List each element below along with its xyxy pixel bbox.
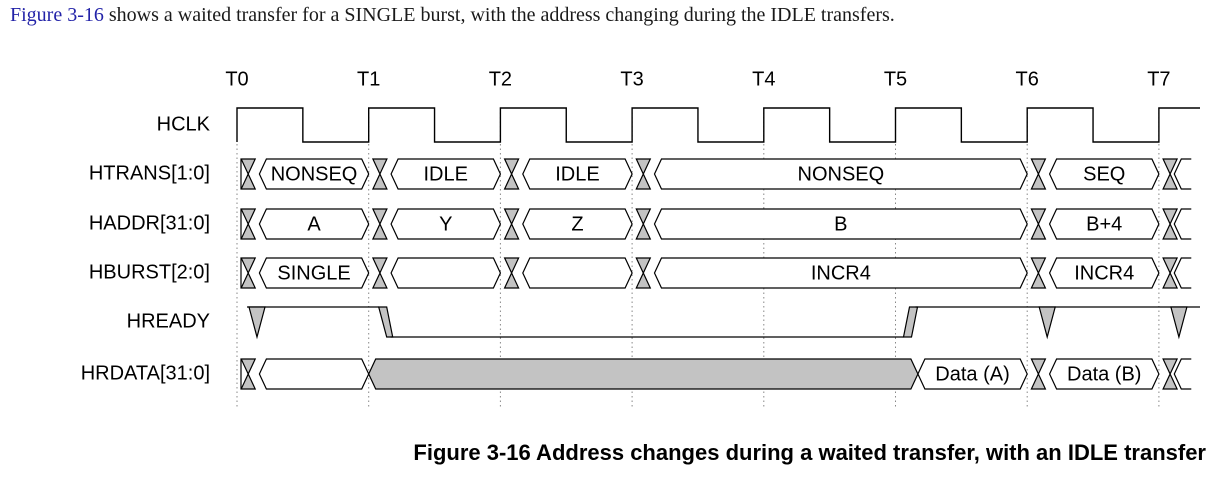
hrdata-signal-label: HRDATA[31:0]: [81, 362, 210, 384]
htrans-signal-label: HTRANS[1:0]: [89, 162, 210, 184]
hburst-transition-t2: [503, 257, 520, 289]
htrans-transition-t3: [635, 158, 652, 190]
intro-text: shows a waited transfer for a SINGLE bur…: [103, 4, 895, 26]
hburst-transition-t7: [1162, 257, 1179, 289]
hburst-segment-4: [1048, 257, 1160, 289]
hready-signal-label: HREADY: [127, 310, 210, 332]
hready-notch-t7: [1170, 306, 1188, 340]
htrans-transition-t2: [503, 158, 520, 190]
hrdata-segment-2: [917, 358, 1028, 390]
clock-edge-label-t2: T2: [489, 68, 512, 90]
htrans-segment-3: [653, 158, 1028, 190]
hrdata-segment-1: [368, 358, 919, 390]
clock-edge-label-t3: T3: [620, 68, 643, 90]
clock-edge-label-t5: T5: [884, 68, 907, 90]
haddr-transition-t3: [635, 208, 652, 240]
hburst-transition-t6: [1030, 257, 1047, 289]
hrdata-value-3: Data (B): [1067, 363, 1141, 385]
haddr-tail: [1173, 208, 1192, 240]
htrans-segment-2: [522, 158, 633, 190]
clock-edge-label-t1: T1: [357, 68, 380, 90]
htrans-value-2: IDLE: [555, 163, 599, 185]
clock-edge-label-t4: T4: [752, 68, 775, 90]
haddr-segment-1: [390, 208, 502, 240]
htrans-tail: [1173, 158, 1192, 190]
clock-edge-label-t7: T7: [1147, 68, 1170, 90]
haddr-transition-t0: [240, 208, 257, 240]
haddr-segment-4: [1048, 208, 1160, 240]
hburst-segment-0: [258, 257, 370, 289]
haddr-signal-label: HADDR[31:0]: [89, 212, 210, 234]
hburst-value-4: INCR4: [1074, 262, 1134, 284]
hrdata-transition-t7: [1162, 358, 1179, 390]
htrans-value-4: SEQ: [1083, 163, 1125, 185]
hburst-segment-1: [390, 257, 502, 289]
figure-caption: Figure 3-16 Address changes during a wai…: [413, 440, 1206, 465]
htrans-transition-t1: [371, 158, 388, 190]
haddr-value-4: B+4: [1086, 213, 1122, 235]
hburst-signal-label: HBURST[2:0]: [89, 261, 210, 283]
hburst-tail: [1173, 257, 1192, 289]
htrans-value-3: NONSEQ: [798, 163, 885, 185]
htrans-value-0: NONSEQ: [271, 163, 358, 185]
hready-notch-t0: [248, 306, 266, 340]
hready-rise: [902, 306, 919, 338]
hburst-transition-t3: [635, 257, 652, 289]
clock-edge-label-t6: T6: [1016, 68, 1039, 90]
intro-paragraph: Figure 3-16 shows a waited transfer for …: [10, 4, 895, 27]
hready-fall: [377, 306, 394, 338]
htrans-segment-1: [390, 158, 502, 190]
haddr-segment-3: [653, 208, 1028, 240]
htrans-transition-t7: [1162, 158, 1179, 190]
hrdata-value-2: Data (A): [935, 363, 1009, 385]
hclk-waveform: [236, 107, 1200, 143]
haddr-value-2: Z: [571, 213, 583, 235]
hclk-signal-label: HCLK: [157, 113, 211, 135]
haddr-segment-0: [258, 208, 370, 240]
hburst-transition-t0: [240, 257, 257, 289]
hrdata-tail: [1173, 358, 1192, 390]
hburst-value-0: SINGLE: [277, 262, 350, 284]
hburst-value-3: INCR4: [811, 262, 871, 284]
haddr-transition-t6: [1030, 208, 1047, 240]
hrdata-segment-3: [1048, 358, 1160, 390]
htrans-value-1: IDLE: [424, 163, 468, 185]
hready-notch-t6: [1038, 306, 1056, 340]
hrdata-segment-0: [258, 358, 370, 390]
htrans-segment-4: [1048, 158, 1160, 190]
haddr-transition-t2: [503, 208, 520, 240]
haddr-value-0: A: [307, 213, 321, 235]
htrans-transition-t6: [1030, 158, 1047, 190]
haddr-value-3: B: [834, 213, 847, 235]
htrans-transition-t0: [240, 158, 257, 190]
figure-reference-link[interactable]: Figure 3-16: [10, 4, 104, 26]
htrans-segment-0: [258, 158, 370, 190]
haddr-segment-2: [522, 208, 633, 240]
haddr-value-1: Y: [439, 213, 452, 235]
hburst-segment-2: [522, 257, 633, 289]
haddr-transition-t7: [1162, 208, 1179, 240]
haddr-transition-t1: [371, 208, 388, 240]
hburst-segment-3: [653, 257, 1028, 289]
clock-edge-label-t0: T0: [225, 68, 248, 90]
hrdata-transition-t0: [240, 358, 257, 390]
hrdata-transition-t6: [1030, 358, 1047, 390]
hburst-transition-t1: [371, 257, 388, 289]
